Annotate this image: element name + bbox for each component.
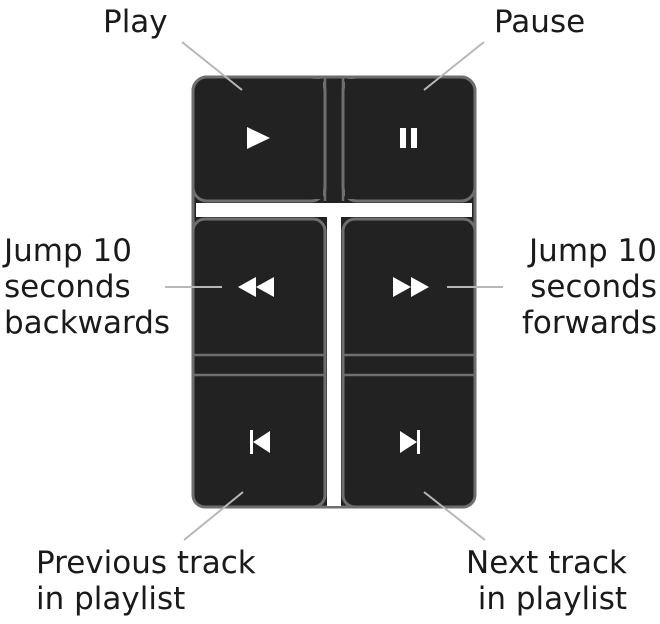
play-leader-line: [181, 41, 243, 91]
previous-leader-line: [183, 491, 244, 541]
previous-track-button[interactable]: [250, 430, 270, 454]
pause-leader-line: [423, 41, 485, 91]
previous-label: Previous track in playlist: [36, 545, 256, 617]
t-gap-vertical: [327, 210, 341, 506]
previous-track-icon: [250, 430, 270, 454]
jump-back-label: Jump 10 seconds backwards: [4, 233, 171, 341]
play-label: Play: [103, 4, 168, 40]
rewind-icon: [238, 277, 274, 297]
jump-forward-label: Jump 10 seconds forwards: [521, 233, 657, 341]
next-track-button[interactable]: [400, 430, 420, 454]
next-track-icon: [400, 430, 420, 454]
pause-icon: [400, 128, 417, 148]
play-button[interactable]: [191, 75, 327, 203]
pause-button[interactable]: [341, 75, 477, 203]
next-leader-line: [423, 491, 486, 541]
rewind-button[interactable]: [191, 217, 327, 509]
next-label: Next track in playlist: [466, 545, 627, 617]
fast-forward-button[interactable]: [341, 217, 477, 509]
play-icon: [247, 127, 270, 149]
fast-forward-icon: [393, 277, 429, 297]
pause-label: Pause: [494, 4, 586, 40]
